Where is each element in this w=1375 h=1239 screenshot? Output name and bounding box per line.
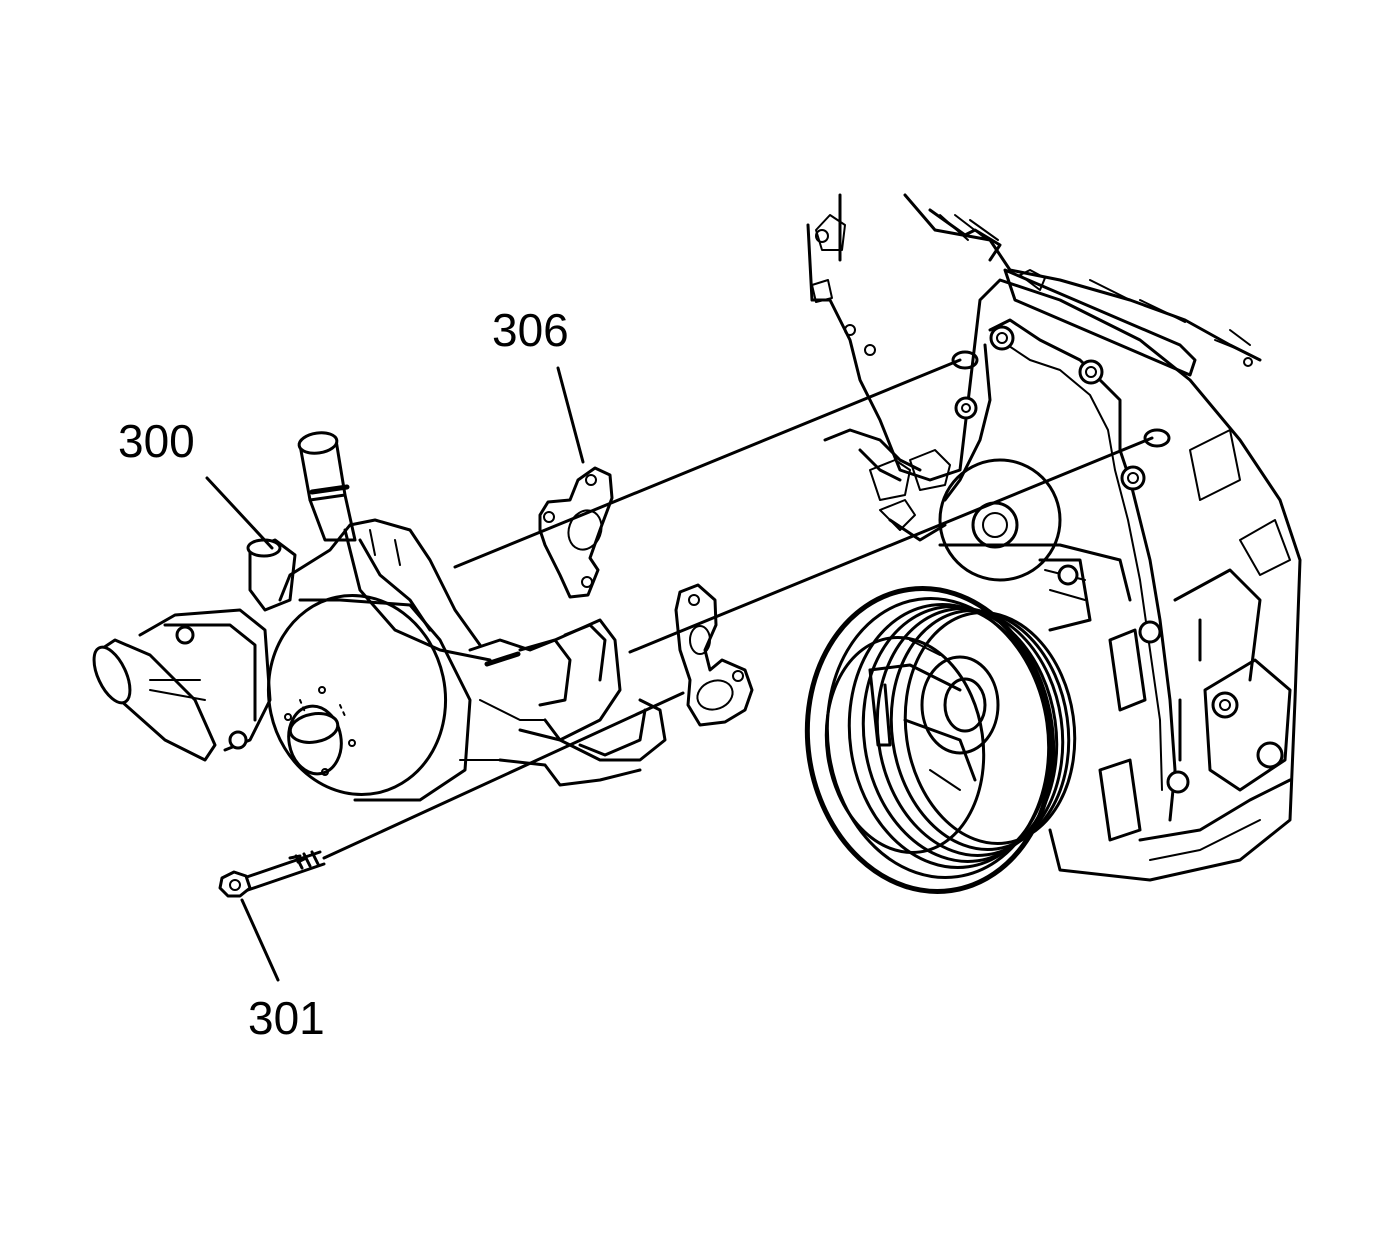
leader-line-301 bbox=[240, 898, 280, 982]
leader-lines bbox=[205, 366, 585, 982]
water-pump bbox=[92, 431, 667, 802]
leader-line-306 bbox=[556, 366, 585, 464]
callout-301: 301 bbox=[248, 992, 325, 1044]
alignment-line-upper bbox=[453, 358, 962, 569]
engine-front-cover bbox=[806, 193, 1302, 882]
crankshaft-balancer bbox=[804, 586, 1077, 894]
leader-line-300 bbox=[205, 476, 274, 550]
alignment-lines bbox=[322, 358, 1154, 860]
gasket-lower bbox=[674, 583, 754, 727]
callout-300: 300 bbox=[118, 415, 195, 467]
callout-306: 306 bbox=[492, 304, 569, 356]
gasket-upper bbox=[538, 466, 614, 599]
bolt bbox=[218, 850, 326, 898]
alignment-line-middle bbox=[628, 436, 1154, 654]
alignment-line-bolt bbox=[322, 691, 685, 860]
